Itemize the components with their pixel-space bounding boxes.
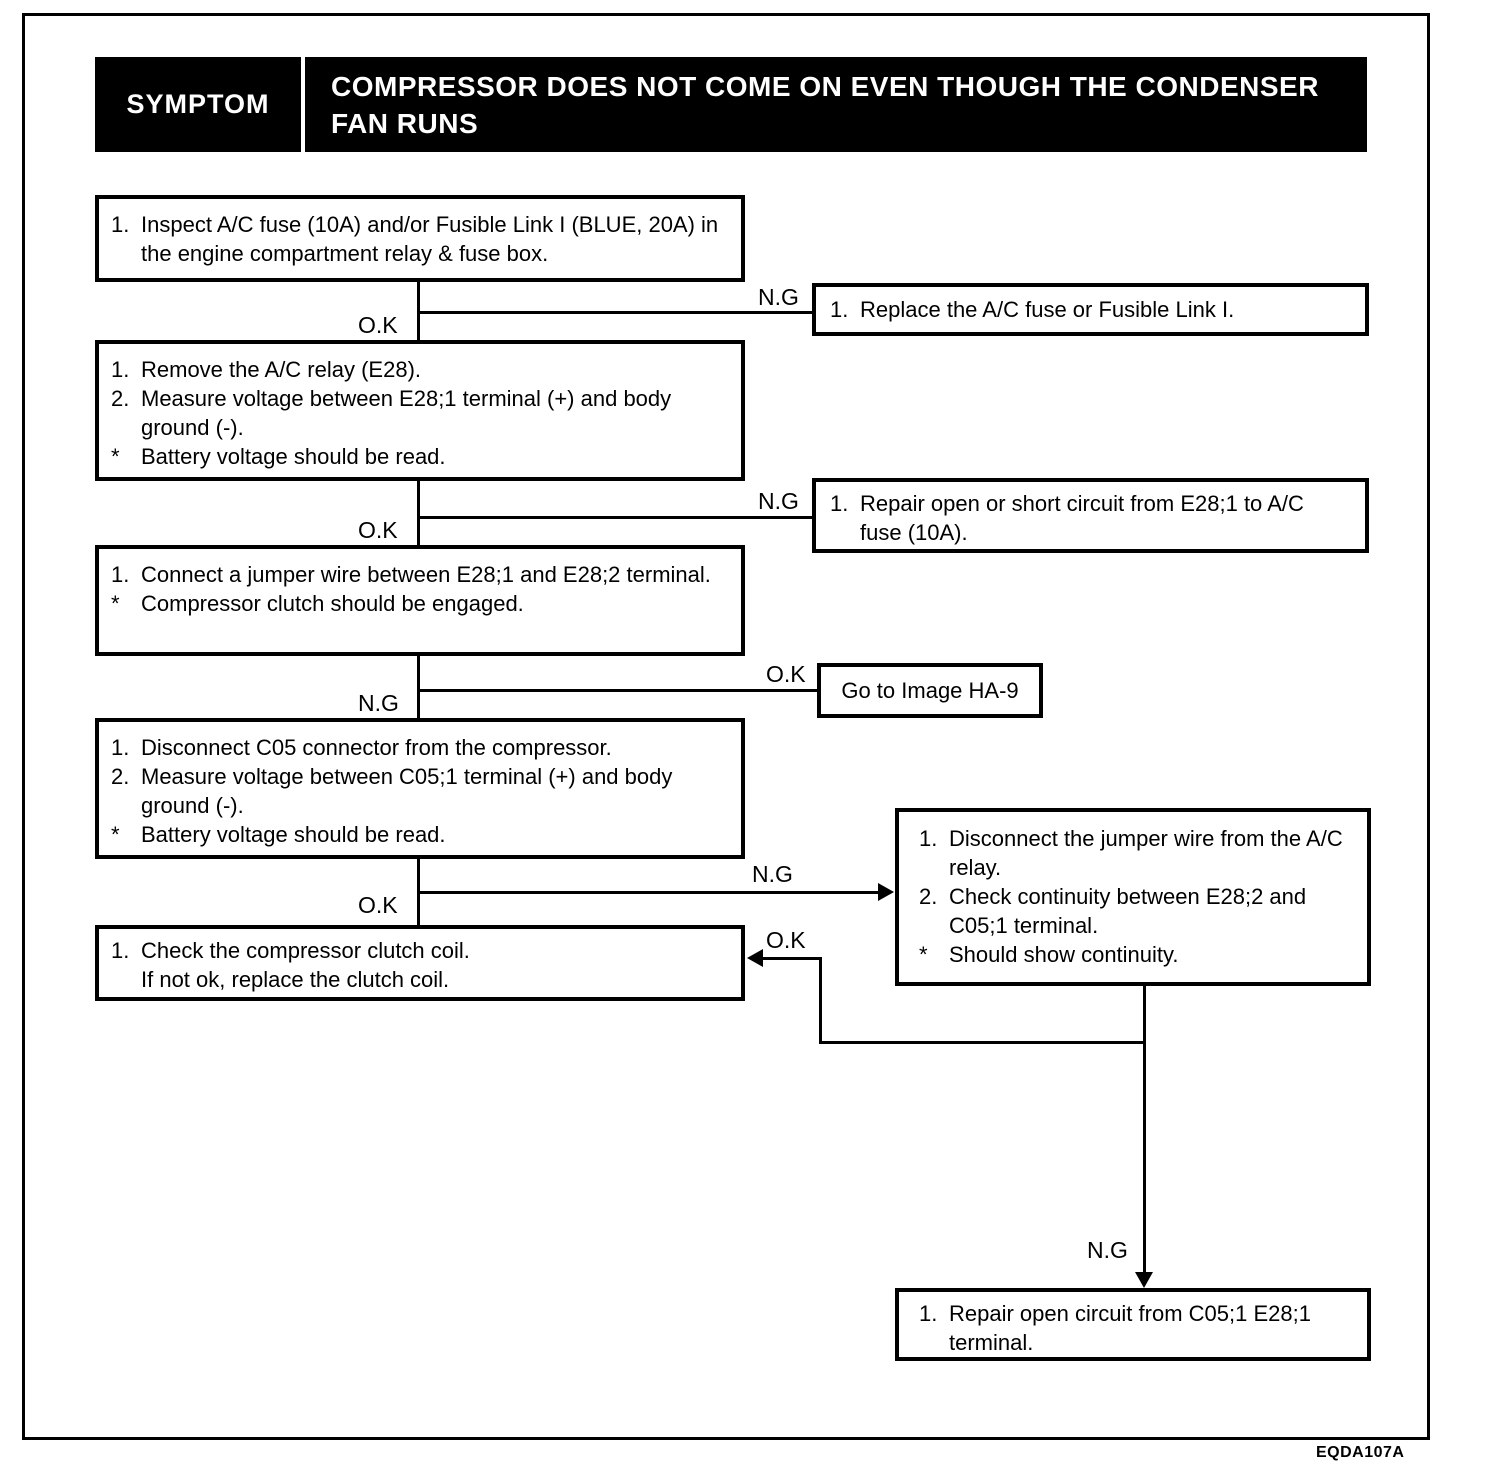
connector-h2-ng: [419, 516, 813, 519]
item-marker: *: [111, 591, 120, 616]
step-box-jumper-wire: 1. Connect a jumper wire between E28;1 a…: [95, 545, 745, 656]
item-marker: 2.: [111, 386, 130, 411]
step-item: 1. Check the compressor clutch coil.: [111, 936, 729, 965]
connector-v5-ng: [1143, 984, 1146, 1274]
item-marker: 1.: [111, 212, 130, 237]
step-item: * Should show continuity.: [919, 940, 1353, 969]
item-marker: 1.: [830, 491, 849, 516]
step-item: 1. Repair open or short circuit from E28…: [830, 489, 1351, 547]
step-item: 1. Inspect A/C fuse (10A) and/or Fusible…: [111, 210, 729, 268]
ok-label-4: O.K: [358, 892, 398, 918]
connector-v4: [417, 858, 420, 926]
item-text: Should show continuity.: [949, 942, 1179, 967]
result-box-check-continuity: 1. Disconnect the jumper wire from the A…: [895, 808, 1371, 986]
item-text: Repair open or short circuit from E28;1 …: [860, 491, 1304, 545]
item-text: Disconnect C05 connector from the compre…: [141, 735, 612, 760]
connector-h3-ok: [419, 689, 818, 692]
item-text: Replace the A/C fuse or Fusible Link I.: [860, 297, 1235, 322]
connector-h1-ng: [419, 311, 813, 314]
item-text: Remove the A/C relay (E28).: [141, 357, 422, 382]
symptom-header: SYMPTOM COMPRESSOR DOES NOT COME ON EVEN…: [95, 57, 1367, 152]
item-text: Check continuity between E28;2 and C05;1…: [949, 884, 1307, 938]
item-marker: 1.: [919, 826, 938, 851]
item-text: Measure voltage between C05;1 terminal (…: [141, 764, 673, 818]
ok-label-5: O.K: [766, 927, 806, 953]
item-text: Battery voltage should be read.: [141, 444, 446, 469]
item-text: If not ok, replace the clutch coil.: [141, 967, 450, 992]
item-text: Check the compressor clutch coil.: [141, 938, 470, 963]
connector-v3: [417, 655, 420, 719]
arrowhead-into-check-clutch-box: [747, 949, 763, 967]
symptom-label: SYMPTOM: [95, 57, 305, 152]
result-box-goto-ha9: Go to Image HA-9: [817, 663, 1043, 718]
item-marker: [111, 965, 141, 994]
symptom-title-line1: COMPRESSOR DOES NOT COME ON EVEN THOUGH …: [331, 71, 1319, 102]
step-item: If not ok, replace the clutch coil.: [111, 965, 729, 994]
ok-label-3: O.K: [766, 661, 806, 687]
item-marker: *: [111, 444, 120, 469]
item-text: Repair open circuit from C05;1 E28;1 ter…: [949, 1301, 1311, 1355]
connector-h6-ok: [762, 957, 822, 960]
item-text: Inspect A/C fuse (10A) and/or Fusible Li…: [141, 212, 719, 266]
connector-v1: [417, 281, 420, 341]
symptom-title-line2: FAN RUNS: [331, 108, 479, 139]
figure-code: EQDA107A: [1316, 1444, 1405, 1461]
step-box-inspect-fuse: 1. Inspect A/C fuse (10A) and/or Fusible…: [95, 195, 745, 282]
item-marker: 1.: [111, 938, 130, 963]
item-text: Battery voltage should be read.: [141, 822, 446, 847]
page-border: [22, 13, 1430, 1440]
ng-label-4: N.G: [752, 861, 793, 887]
step-item: * Battery voltage should be read.: [111, 820, 729, 849]
step-item: * Battery voltage should be read.: [111, 442, 729, 471]
step-item: 1. Disconnect the jumper wire from the A…: [919, 824, 1353, 882]
ng-label-1: N.G: [758, 284, 799, 310]
item-marker: *: [919, 942, 928, 967]
item-marker: 1.: [111, 562, 130, 587]
step-box-remove-relay: 1. Remove the A/C relay (E28). 2. Measur…: [95, 340, 745, 481]
item-text: Compressor clutch should be engaged.: [141, 591, 524, 616]
connector-h4-ng: [419, 891, 880, 894]
step-item: 2. Measure voltage between E28;1 termina…: [111, 384, 729, 442]
item-marker: 1.: [111, 357, 130, 382]
item-marker: 1.: [919, 1301, 938, 1326]
item-text: Disconnect the jumper wire from the A/C …: [949, 826, 1343, 880]
ng-label-3: N.G: [358, 690, 399, 716]
item-text: Measure voltage between E28;1 terminal (…: [141, 386, 672, 440]
result-box-repair-short: 1. Repair open or short circuit from E28…: [812, 478, 1369, 553]
ng-label-5: N.G: [1087, 1237, 1128, 1263]
goto-ha9-text: Go to Image HA-9: [841, 678, 1019, 703]
step-item: 1. Connect a jumper wire between E28;1 a…: [111, 560, 729, 589]
step-item: 1. Disconnect C05 connector from the com…: [111, 733, 729, 762]
item-marker: 1.: [111, 735, 130, 760]
ok-label-2: O.K: [358, 517, 398, 543]
item-marker: *: [111, 822, 120, 847]
ok-label-1: O.K: [358, 312, 398, 338]
arrowhead-into-continuity-box: [878, 883, 894, 901]
step-item: 1. Remove the A/C relay (E28).: [111, 355, 729, 384]
item-marker: 1.: [830, 297, 849, 322]
symptom-title: COMPRESSOR DOES NOT COME ON EVEN THOUGH …: [305, 57, 1367, 152]
item-marker: 2.: [919, 884, 938, 909]
step-item: 1. Replace the A/C fuse or Fusible Link …: [830, 295, 1351, 324]
step-box-check-clutch: 1. Check the compressor clutch coil. If …: [95, 925, 745, 1001]
item-marker: 2.: [111, 764, 130, 789]
item-text: Connect a jumper wire between E28;1 and …: [141, 562, 711, 587]
step-item: 2. Measure voltage between C05;1 termina…: [111, 762, 729, 820]
step-item: * Compressor clutch should be engaged.: [111, 589, 729, 618]
step-item: 2. Check continuity between E28;2 and C0…: [919, 882, 1353, 940]
connector-v6-ok: [819, 957, 822, 1044]
ng-label-2: N.G: [758, 488, 799, 514]
step-box-disconnect-c05: 1. Disconnect C05 connector from the com…: [95, 718, 745, 859]
result-box-repair-open: 1. Repair open circuit from C05;1 E28;1 …: [895, 1288, 1371, 1361]
result-box-replace-fuse: 1. Replace the A/C fuse or Fusible Link …: [812, 283, 1369, 336]
step-item: 1. Repair open circuit from C05;1 E28;1 …: [919, 1299, 1353, 1357]
arrowhead-into-repair-open-box: [1135, 1272, 1153, 1288]
connector-v2: [417, 480, 420, 546]
connector-h5-ok: [819, 1041, 1146, 1044]
